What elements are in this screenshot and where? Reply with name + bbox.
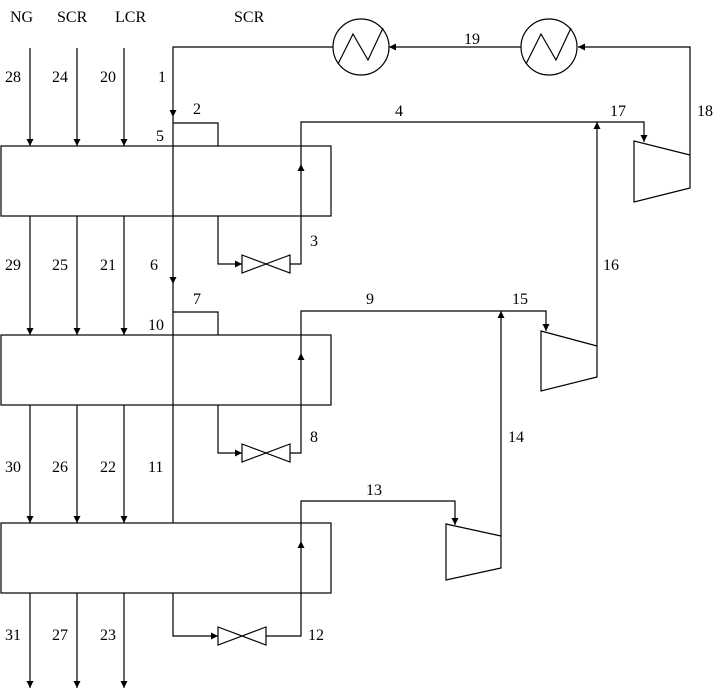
compressor-icon-2 [540,330,598,392]
cooler-icon-1 [332,18,390,76]
stream-label-13: 13 [366,482,382,499]
header-scr: SCR [57,9,88,26]
valve-1-outlet-line-3 [290,164,305,265]
bleed-line-2 [173,122,219,146]
stream-label-8: 8 [310,429,318,446]
stream-label-9: 9 [366,291,374,308]
stream-label-1: 1 [158,69,166,86]
stream-label-10: 10 [148,317,164,334]
stream-label-28: 28 [5,69,21,86]
heat-exchanger-3 [0,522,332,594]
stream-label-4: 4 [395,103,403,120]
valve-icon-3 [217,626,267,646]
stream-label-19: 19 [464,31,480,48]
stream-label-16: 16 [603,257,619,274]
line-9 [300,310,501,335]
stream-label-14: 14 [508,429,524,446]
line-15 [501,310,550,331]
compressor-icon-1 [633,140,691,203]
valve-icon-1 [241,254,291,274]
stream-label-29: 29 [5,257,21,274]
stream-label-11: 11 [148,459,163,476]
stream-label-23: 23 [100,627,116,644]
header-lcr: LCR [115,9,146,26]
bleed-line-to-valve-1 [217,216,242,268]
stream-label-2: 2 [193,101,201,118]
line-17 [597,121,648,142]
stream-label-22: 22 [100,459,116,476]
stream-label-17: 17 [610,103,626,120]
heat-exchanger-1 [0,145,332,217]
stream-label-6: 6 [150,257,158,274]
valve-2-outlet-line-8 [290,353,305,454]
scr-loop-return-line [169,46,333,117]
stream-label-25: 25 [52,257,68,274]
line-4 [300,121,597,146]
stream-label-26: 26 [52,459,68,476]
stream-label-27: 27 [52,627,68,644]
compressor-icon-3 [445,523,502,581]
stream-label-18: 18 [697,103,713,120]
heat-exchanger-2 [0,334,332,406]
stream-label-20: 20 [100,69,116,86]
valve-3-outlet-line-12 [266,541,305,637]
stream-label-15: 15 [512,291,528,308]
cooler-icon-2 [520,18,578,76]
stream-label-5: 5 [156,128,164,145]
line-13 [300,500,459,525]
stream-label-24: 24 [52,69,68,86]
line-18 [578,43,691,155]
stream-label-7: 7 [193,291,201,308]
bleed-line-7 [173,311,219,335]
stream-label-21: 21 [100,257,116,274]
header-ng: NG [10,9,34,26]
outlet-line-to-valve-3 [172,593,218,640]
stream-label-3: 3 [310,233,318,250]
bleed-line-to-valve-2 [217,405,242,457]
valve-icon-2 [241,443,291,463]
stream-label-30: 30 [5,459,21,476]
stream-label-31: 31 [5,627,21,644]
stream-label-12: 12 [308,627,324,644]
header-scr-loop: SCR [234,9,265,26]
